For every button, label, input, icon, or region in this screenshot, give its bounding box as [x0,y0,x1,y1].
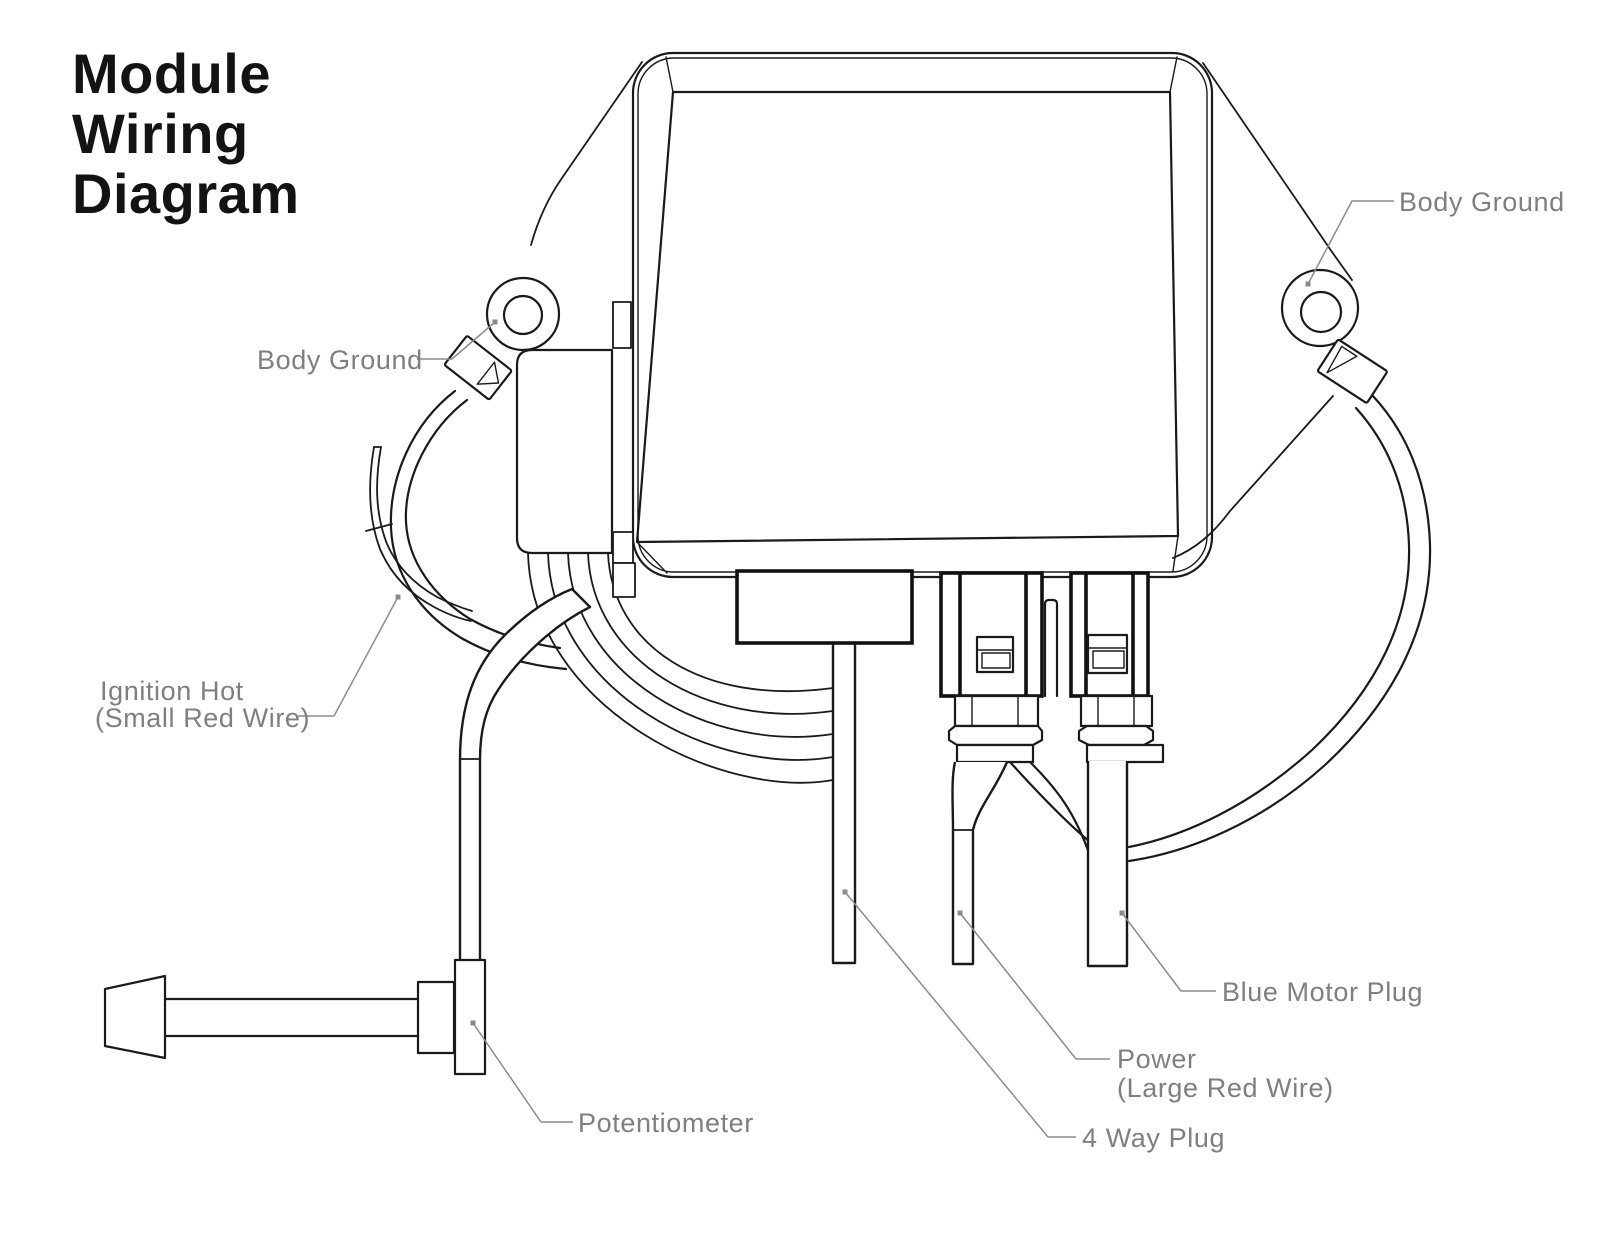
ground-branch-upper [1008,760,1092,844]
crimp-right-wedge [1326,345,1358,374]
leader-dot-ignition-hot [395,594,401,600]
module-chamfer-tr [1169,56,1178,93]
module-body [631,51,1214,579]
potentiometer-shaft [163,997,420,1038]
label-ignition-hot-line2: (Small Red Wire) [95,703,310,733]
power-connector-ribs [958,573,1028,696]
leader-power [959,912,1110,1060]
leader-blue-motor-plug [1121,912,1216,992]
flange-edge-left [530,61,643,246]
power-wire [951,761,1009,966]
leader-dot-blue-motor-plug [1119,910,1125,916]
ground-branch-lower [1028,760,1092,858]
bottom-wires [951,761,1129,968]
label-four-way-plug: 4 Way Plug [1082,1123,1225,1153]
leader-dot-power [957,910,963,916]
title-line-3: Diagram [72,162,300,225]
leader-potentiometer [472,1022,573,1123]
potentiometer-cable [458,587,592,964]
ring-terminal-right [1280,268,1388,404]
flange-edge-right-upper [1202,62,1333,253]
power-connector [939,571,1044,764]
module-chamfer-br [1172,535,1179,572]
blue-connector-window [1086,633,1129,675]
blue-connector-base [1085,743,1165,764]
module-outer-edge [631,51,1214,579]
module-edge-inset [637,57,1208,573]
side-connector-block [515,301,636,598]
power-connector-flange [947,724,1044,747]
blue-connector-ribs [1084,573,1135,696]
leader-four-way-plug [844,891,1076,1138]
label-blue-motor-plug: Blue Motor Plug [1222,977,1423,1007]
leader-body-ground-left [417,321,496,360]
ring-terminal-left [443,276,561,401]
ground-wire-right-outer [1127,393,1432,863]
leader-dot-body-ground-right [1305,281,1311,287]
label-power-line2: (Large Red Wire) [1117,1073,1334,1103]
ignition-wire [365,446,473,622]
label-body-ground-right: Body Ground [1399,187,1565,217]
blue-connector-neck [1079,694,1154,728]
ignition-wire-tick [365,523,393,532]
label-body-ground-left: Body Ground [257,345,423,375]
crimp-left-wedge [476,361,500,385]
module-chamfer-tl [665,56,674,93]
block-tab-top [612,301,632,349]
potentiometer-knob [103,974,167,1060]
label-potentiometer: Potentiometer [578,1108,754,1138]
title-line-2: Wiring [72,102,249,165]
ground-wire-right-inner [1127,406,1411,849]
potentiometer-body [453,958,487,1076]
module-chamfer-bl [636,541,668,574]
center-post [1043,598,1059,698]
label-ignition-hot-line1: Ignition Hot [100,676,244,706]
power-connector-window [975,635,1015,674]
crimp-right [1316,338,1388,404]
leader-dot-four-way-plug [842,889,848,895]
power-connector-base [955,743,1035,764]
label-power-line1: Power [1117,1044,1197,1074]
callout-labels: Body Ground Body Ground Ignition Hot (Sm… [95,187,1565,1153]
crimp-right-barrel [1316,338,1388,404]
diagram-title: Module Wiring Diagram [72,42,300,225]
ground-wire-right [1008,393,1432,863]
crimp-left [443,335,513,401]
four-way-wire [831,643,857,965]
four-way-connector [735,569,914,645]
potentiometer-assembly [103,587,592,1076]
block-tab-bottom [612,562,636,598]
blue-connector-flange [1077,724,1155,747]
callout-leaders [298,200,1394,1138]
leader-dot-body-ground-left [492,319,498,325]
ignition-wire-inner [376,446,473,612]
ring-right-hole [1299,290,1343,334]
flange-edge-right-stub [1331,251,1353,281]
ring-left-hole [502,294,544,336]
power-connector-neck [953,694,1040,728]
title-line-1: Module [72,42,271,105]
blue-motor-wire [1086,761,1129,968]
ignition-wire-outer [369,446,472,622]
mounting-flange [530,61,1353,559]
leader-ignition-hot [298,596,399,717]
block-tab-mid [612,531,634,564]
blue-motor-connector [1069,571,1165,764]
leader-dot-potentiometer [470,1020,476,1026]
leader-body-ground-right [1307,200,1394,285]
flange-edge-right-lower [1172,395,1334,559]
four-way-plug [735,569,914,965]
potentiometer-bushing [416,980,456,1055]
block-body [515,348,614,555]
